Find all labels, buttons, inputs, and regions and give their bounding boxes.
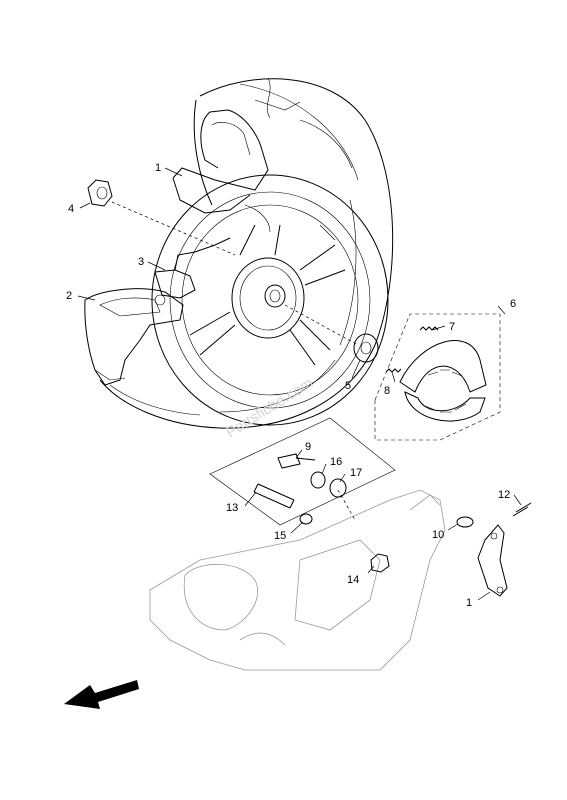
camshaft-lever-group: [456, 502, 532, 597]
callout-1-lever: 1: [466, 597, 472, 609]
callout-3-stay: 3: [138, 256, 144, 268]
callout-8-spring: 8: [384, 385, 390, 397]
callout-12-bolt: 12: [498, 489, 510, 501]
plate-washer-part: [353, 333, 379, 363]
callout-17-seal: 17: [350, 467, 362, 479]
callout-2-fender-lower: 2: [66, 290, 72, 302]
callout-1-fender: 1: [155, 162, 161, 174]
callout-7-spring: 7: [449, 321, 455, 333]
callout-16-indicator: 16: [330, 456, 342, 468]
brake-camshaft-group: [209, 417, 396, 526]
callout-labels: 1 2 3 4 5 6 7 8 9 10 12 13 14 15 16 17 1: [66, 162, 516, 609]
callout-15-o-ring: 15: [274, 530, 286, 542]
callout-10-washer: 10: [432, 529, 444, 541]
front-direction-arrow: [64, 680, 139, 709]
rear-fender-upper: [172, 109, 269, 214]
mud-guard-stay: [154, 237, 231, 306]
callout-4-cap-nut: 4: [68, 203, 74, 215]
brake-shoe-kit: [374, 313, 501, 441]
cap-nut-part: [87, 179, 113, 207]
rear-wheel: [99, 77, 394, 429]
callout-9-camshaft: 9: [305, 441, 311, 453]
callout-14-bolt: 14: [347, 574, 359, 586]
leader-lines: [77, 167, 522, 601]
watermark: Partsfiche.com: [223, 374, 316, 441]
bolt-part: [370, 553, 390, 573]
callout-13-shaft: 13: [226, 502, 238, 514]
callout-5-washer: 5: [345, 380, 351, 392]
rear-fender-lower: [84, 288, 184, 386]
crankcase-outline: [149, 489, 446, 671]
callout-6-brake-shoe-kit: 6: [510, 298, 516, 310]
